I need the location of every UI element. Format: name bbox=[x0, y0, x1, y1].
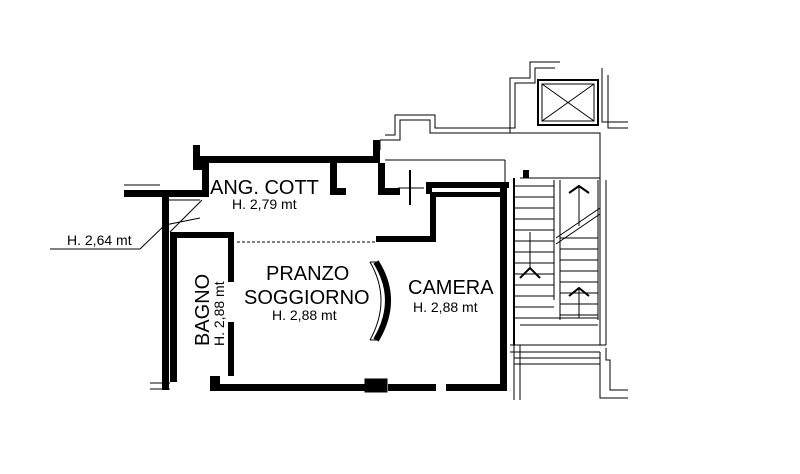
room-label-pranzo: PRANZO bbox=[266, 263, 349, 285]
thin-lines bbox=[124, 61, 628, 400]
room-height-bagno: H. 2,88 mt bbox=[211, 281, 227, 346]
room-height-pranzo: H. 2,88 mt bbox=[272, 307, 337, 323]
height-callout-left: H. 2,64 mt bbox=[67, 232, 132, 248]
room-label-ang-cott: ANG. COTT bbox=[210, 177, 319, 199]
room-label-camera: CAMERA bbox=[408, 277, 494, 299]
room-height-camera: H. 2,88 mt bbox=[413, 299, 478, 315]
elevator-shaft bbox=[537, 79, 599, 126]
staircase bbox=[513, 170, 601, 345]
curved-partition bbox=[369, 260, 391, 342]
height-callout-leader bbox=[50, 221, 169, 250]
room-label-bagno: BAGNO bbox=[192, 274, 214, 346]
walls bbox=[124, 140, 509, 393]
room-label-soggiorno: SOGGIORNO bbox=[244, 287, 370, 309]
room-height-ang-cott: H. 2,79 mt bbox=[232, 196, 297, 212]
